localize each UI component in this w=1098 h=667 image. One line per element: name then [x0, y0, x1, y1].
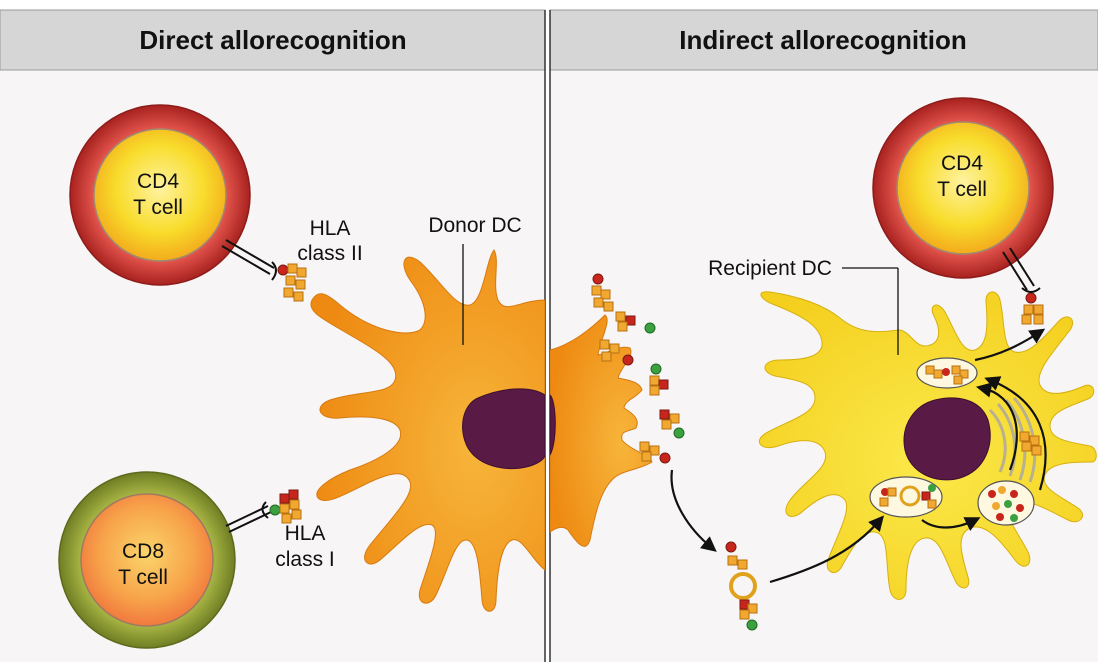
- cd4-t-cell-right: CD4 T cell: [872, 97, 1054, 279]
- shed-hla-fragments: [591, 273, 685, 464]
- donor-dc-label: Donor DC: [428, 214, 521, 237]
- presentation-arrow: [974, 328, 1046, 362]
- cd8-t-cell: CD8 T cell: [58, 471, 236, 649]
- cd8-tcr-head: [261, 501, 269, 519]
- hla-class-i-left: [269, 489, 302, 524]
- hla-class-i-label-line2: class I: [275, 548, 335, 571]
- cd4-right-label-line1: CD4: [941, 152, 983, 175]
- cd4-right-tcr-head: [1021, 287, 1041, 293]
- loading-arrow-outer: [984, 376, 1047, 491]
- cd4-tcr-stalk-a: [225, 239, 275, 269]
- hla-class-ii-label-line1: HLA: [310, 217, 351, 240]
- cd4-left-label-line1: CD4: [137, 170, 179, 193]
- degradation-arrow: [921, 517, 981, 532]
- loading-arrow-inner: [975, 382, 1018, 471]
- recipient-dc-nucleus: [903, 397, 991, 481]
- endosome-degradation-compartment: [977, 480, 1035, 526]
- cd4-tcr-head: [271, 261, 277, 281]
- cd8-label-line2: T cell: [118, 566, 168, 589]
- left-panel-title: Direct allorecognition: [139, 25, 406, 55]
- cd8-label-line1: CD8: [122, 540, 164, 563]
- cd8-tcr-stalk-a: [225, 505, 269, 527]
- shed-to-free-arrow: [670, 469, 717, 552]
- endosome-uptake-compartment: [869, 476, 943, 518]
- hla-class-ii-left: [277, 263, 307, 302]
- donor-dc-nucleus-right: [550, 394, 556, 456]
- uptake-arrow: [769, 515, 885, 584]
- cd4-right-tcr-stalk-b: [1009, 247, 1035, 287]
- free-hla-complex: [725, 541, 758, 631]
- hla-class-i-label-line1: HLA: [285, 522, 326, 545]
- cd4-right-tcr-stalk-a: [1002, 251, 1028, 291]
- cd4-left-label-line2: T cell: [133, 196, 183, 219]
- er-hla-molecules: [1019, 431, 1042, 456]
- right-panel-header: [549, 9, 1098, 71]
- right-panel-title: Indirect allorecognition: [679, 25, 966, 55]
- recipient-surface-hla-class-ii: [1021, 292, 1044, 325]
- donor-dc-nucleus: [462, 388, 545, 469]
- left-panel-header: [0, 9, 546, 71]
- recipient-dc-label: Recipient DC: [708, 257, 832, 280]
- donor-dc-shape: [310, 249, 545, 612]
- hla-class-ii-label-line2: class II: [297, 242, 362, 265]
- cd4-t-cell-left: CD4 T cell: [69, 104, 251, 286]
- donor-dc-fragment: [550, 314, 653, 547]
- cd4-tcr-stalk-b: [221, 245, 271, 275]
- endosome-loading-compartment: [916, 357, 978, 389]
- cd4-right-label-line2: T cell: [937, 178, 987, 201]
